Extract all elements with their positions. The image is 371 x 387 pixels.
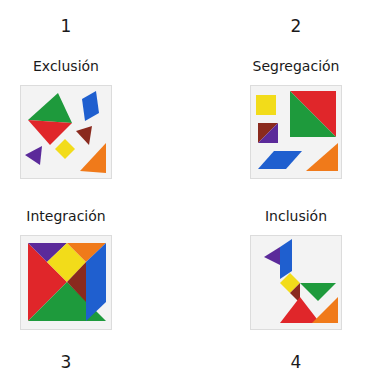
panel-heading: Exclusión xyxy=(33,58,99,75)
panel-number: 2 xyxy=(291,16,302,36)
tangram-scattered xyxy=(20,85,112,179)
tangram-grouped xyxy=(250,85,342,179)
panel-number: 4 xyxy=(291,352,302,372)
panel-heading: Inclusión xyxy=(265,208,327,225)
tangram-swan xyxy=(250,235,342,330)
panel-number: 1 xyxy=(61,16,72,36)
panel-heading: Segregación xyxy=(253,58,340,75)
tangram-square xyxy=(20,235,112,330)
panel-heading: Integración xyxy=(26,208,105,225)
panel-number: 3 xyxy=(61,352,72,372)
